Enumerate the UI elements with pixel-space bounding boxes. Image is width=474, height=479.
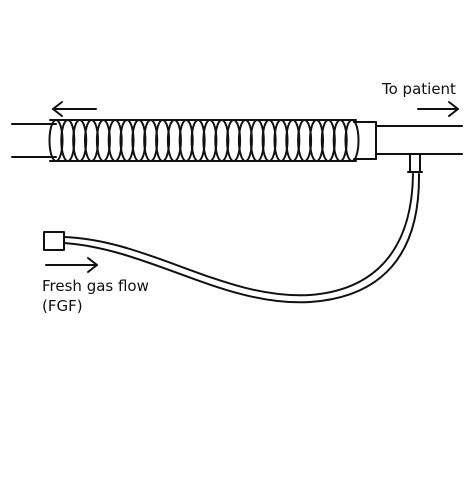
corrugation-ring (155, 119, 171, 162)
corrugation-ring (261, 119, 277, 162)
corrugation-ring (202, 119, 218, 162)
corrugation-ring (249, 119, 265, 162)
corrugation-ring (320, 119, 336, 162)
corrugation-ring (285, 119, 301, 162)
corrugation-ring (131, 119, 147, 162)
corrugation-ring (143, 119, 159, 162)
corrugation-ring (72, 119, 88, 162)
fresh-gas-flow-label: Fresh gas flow (42, 277, 149, 295)
corrugation-ring (48, 119, 64, 162)
fresh-gas-hose (63, 173, 421, 304)
corrugation-ring (237, 119, 253, 162)
corrugation-ring (95, 119, 111, 162)
corrugation-ring (166, 119, 182, 162)
corrugation-ring (119, 119, 135, 162)
corrugated-coils (48, 119, 360, 162)
t-piece-port (407, 153, 423, 173)
corrugation-ring (332, 119, 348, 162)
corrugation-ring (214, 119, 230, 162)
corrugation-ring (84, 119, 99, 162)
fgf-arrow (45, 257, 98, 273)
tube-connector (353, 121, 377, 160)
fgf-abbreviation-label: (FGF) (42, 297, 83, 315)
right-patient-arrow (417, 101, 459, 117)
corrugation-ring (178, 119, 194, 162)
corrugation-ring (190, 119, 206, 162)
corrugation-ring (107, 119, 123, 162)
patient-tube-segment (375, 125, 463, 155)
corrugation-ring (344, 119, 360, 162)
corrugation-ring (297, 119, 313, 162)
corrugated-tube (48, 119, 360, 162)
corrugation-ring (226, 119, 242, 162)
corrugation-ring (309, 119, 324, 162)
to-patient-label: To patient (382, 80, 456, 98)
fgf-end-cap (43, 231, 65, 251)
corrugation-ring (273, 119, 289, 162)
left-flow-arrow (52, 101, 97, 117)
corrugation-ring (60, 119, 76, 162)
left-tube-segment (11, 123, 57, 158)
